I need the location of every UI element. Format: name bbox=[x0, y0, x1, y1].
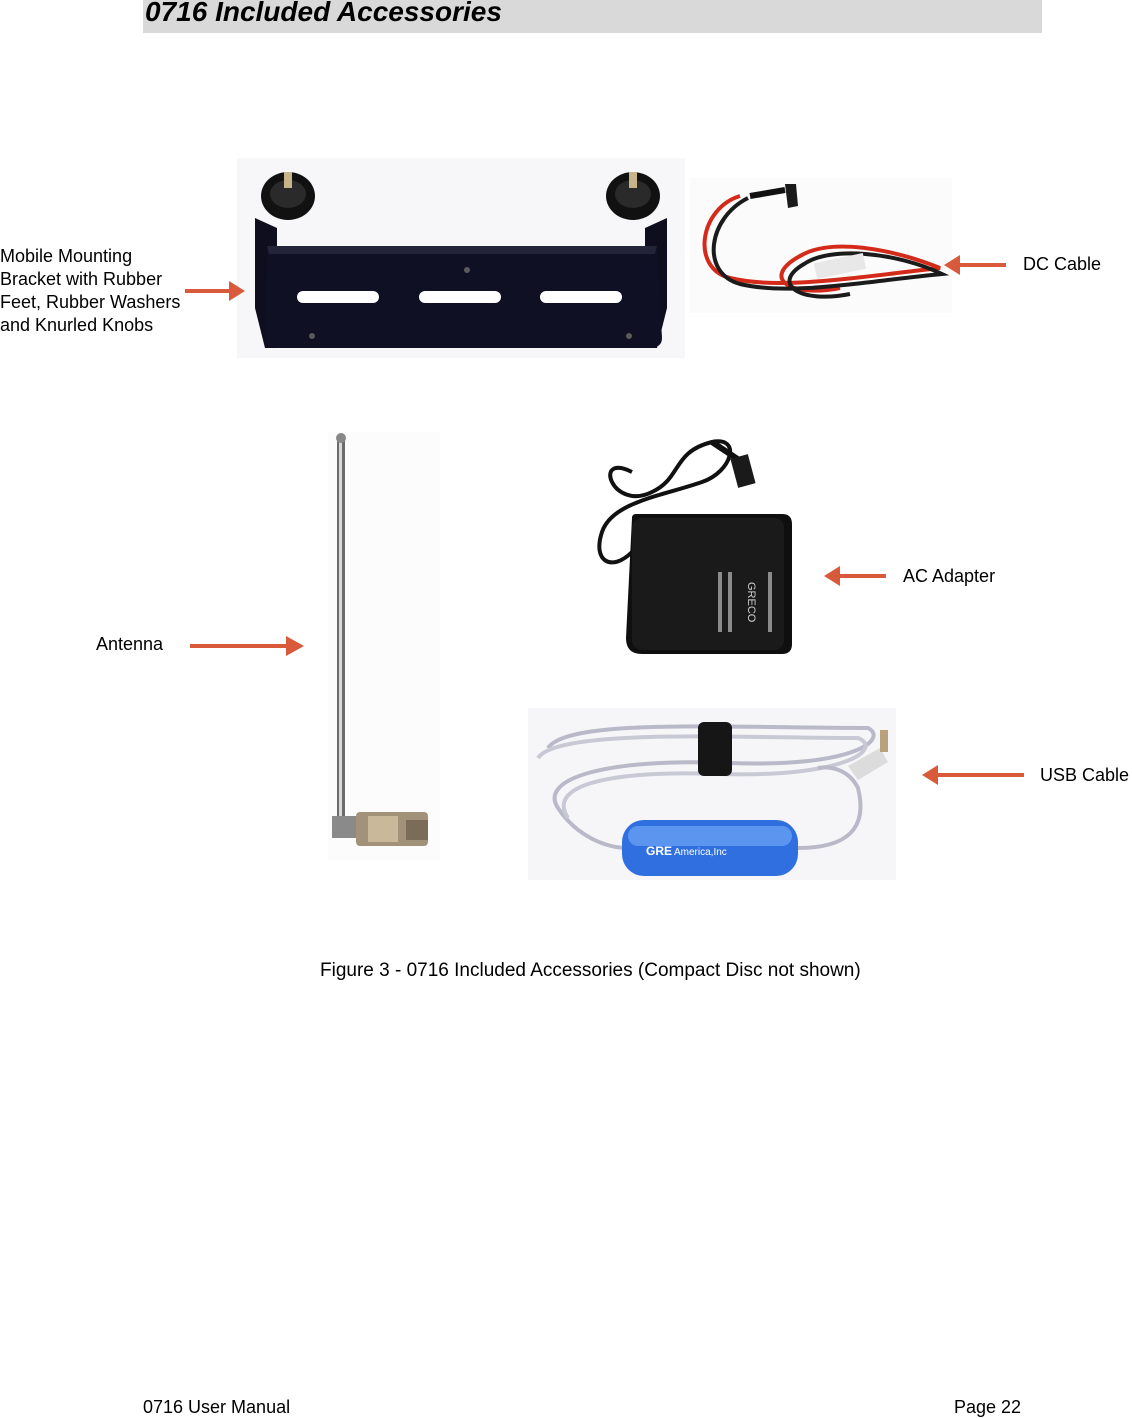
section-heading-bar bbox=[143, 0, 1042, 33]
usb-cable-arrow bbox=[922, 765, 1024, 785]
bracket-label: Mobile Mounting Bracket with Rubber Feet… bbox=[0, 245, 180, 337]
bracket-label-line-3: Feet, Rubber Washers bbox=[0, 292, 181, 312]
ac-adapter-label: AC Adapter bbox=[903, 566, 996, 586]
usb-cable-label: USB Cable bbox=[1040, 765, 1130, 785]
bracket-label-line-2: Bracket with Rubber bbox=[0, 269, 163, 289]
dc-cable-arrow bbox=[944, 255, 1006, 275]
mounting-bracket-image bbox=[237, 158, 685, 358]
antenna-arrow bbox=[190, 636, 304, 656]
ac-adapter-arrow bbox=[824, 566, 886, 586]
dc-cable-label: DC Cable bbox=[1023, 254, 1102, 274]
bracket-label-line-4: and Knurled Knobs bbox=[0, 315, 154, 335]
usb-logo-mark: GRE bbox=[646, 844, 672, 858]
section-title: 0716 Included Accessories bbox=[145, 0, 502, 27]
antenna-label: Antenna bbox=[96, 634, 164, 654]
bracket-label-line-1: Mobile Mounting bbox=[0, 246, 133, 266]
usb-logo-text: America,Inc bbox=[674, 847, 727, 858]
footer-page-number: Page 22 bbox=[954, 1397, 1022, 1417]
adapter-brand-text: GRECO bbox=[745, 582, 757, 623]
figure-caption: Figure 3 - 0716 Included Accessories (Co… bbox=[320, 960, 861, 981]
bracket-arrow bbox=[185, 281, 245, 301]
ac-adapter-image: GRECO bbox=[572, 432, 800, 660]
footer-manual-name: 0716 User Manual bbox=[143, 1397, 291, 1417]
dc-cable-image bbox=[690, 178, 952, 313]
usb-cable-image: GRE America,Inc bbox=[528, 708, 896, 880]
antenna-image bbox=[328, 432, 440, 860]
